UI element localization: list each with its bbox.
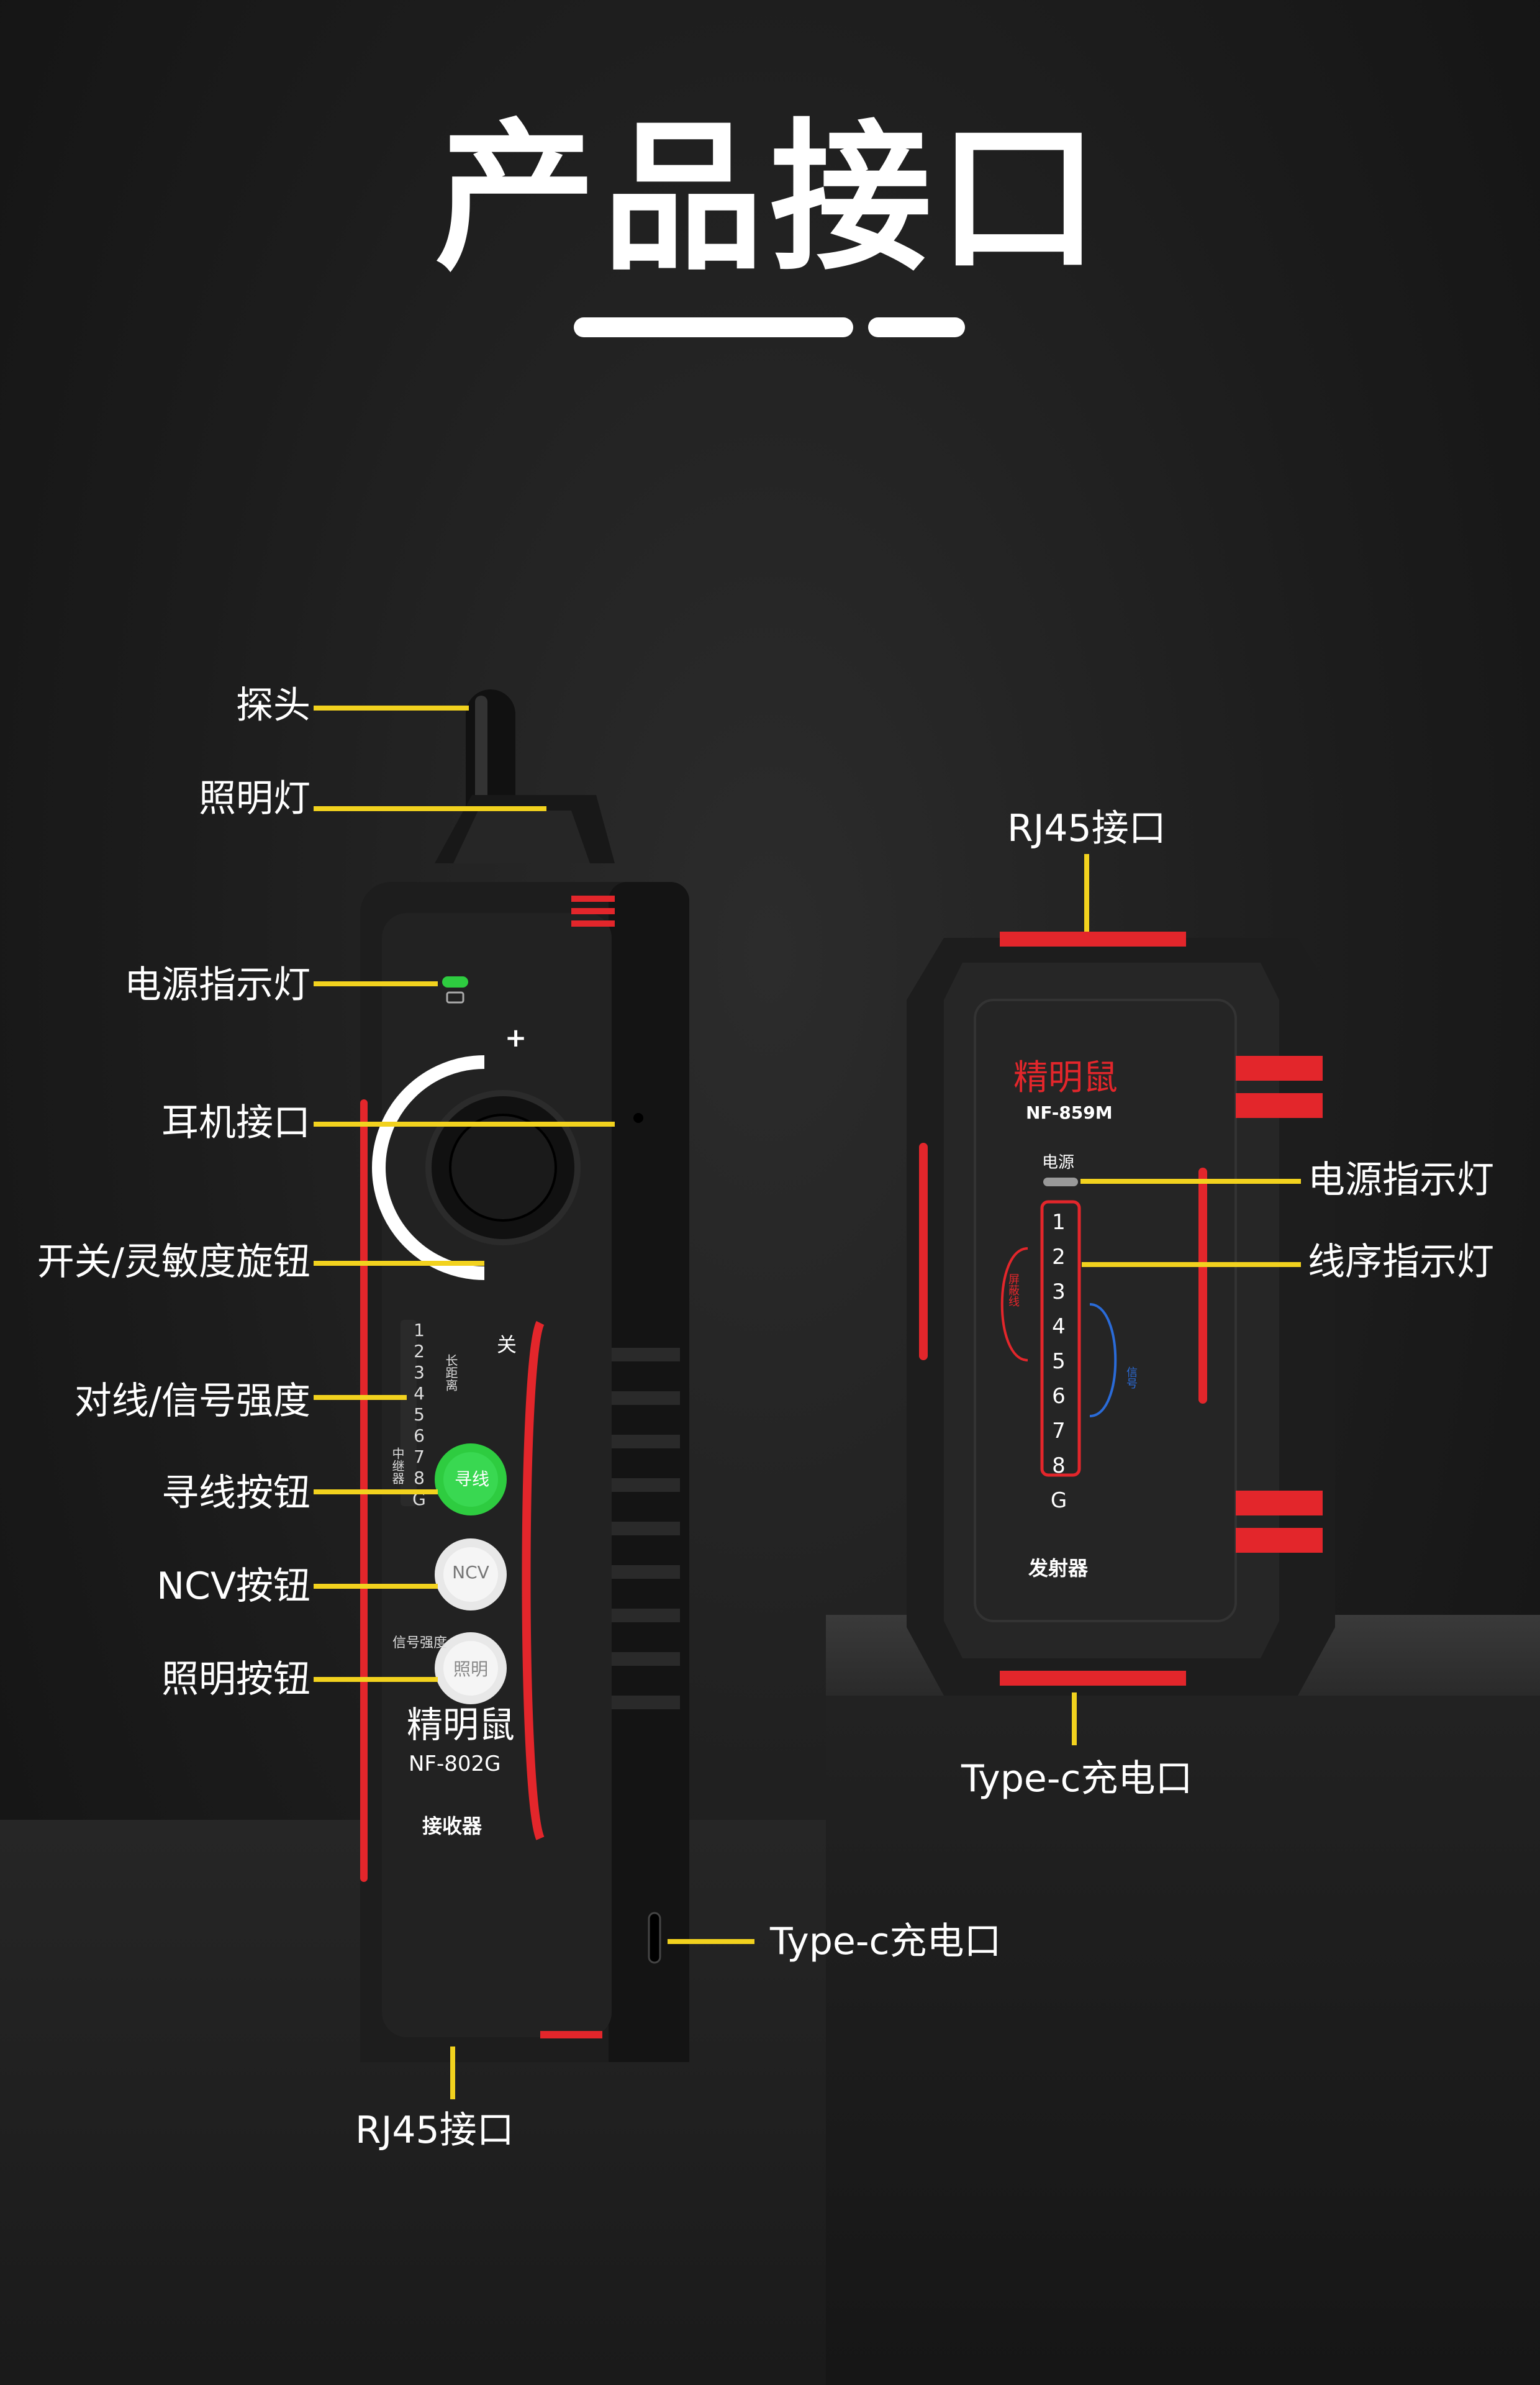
transmitter-device [907, 932, 1335, 1696]
label-power-led: 电源指示灯 [124, 963, 310, 1007]
light-button-label: 照明 [453, 1659, 488, 1679]
receiver-minus-mark: 关 [497, 1333, 517, 1356]
title-underline-short [868, 317, 965, 337]
receiver-strength-label: 信号强度 [392, 1635, 448, 1651]
line-earphone [314, 1122, 615, 1127]
transmitter-power-led [1043, 1178, 1078, 1186]
line-knob [314, 1261, 484, 1266]
line-power-led [314, 981, 438, 986]
light-button [435, 1632, 507, 1704]
line-probe [314, 706, 469, 711]
label-rj45-tx: RJ45接口 [1007, 807, 1166, 850]
transmitter-typec-port [1000, 1671, 1186, 1686]
transmitter-power-text: 电源 [1042, 1153, 1075, 1172]
line-ncv-button [314, 1584, 438, 1589]
label-strength: 对线/信号强度 [74, 1379, 310, 1423]
label-rj45-rx: RJ45接口 [355, 2109, 514, 2152]
receiver-device: + [360, 689, 689, 2062]
receiver-model: NF-802G [409, 1751, 501, 1776]
receiver-power-led [442, 976, 468, 988]
line-light [314, 806, 546, 811]
label-line-led-tx: 线序指示灯 [1308, 1240, 1494, 1284]
line-typec-tx [1072, 1692, 1077, 1745]
label-find-button: 寻线按钮 [161, 1471, 310, 1515]
line-find-button [314, 1489, 438, 1494]
sensitivity-knob [425, 1090, 581, 1245]
transmitter-name: 发射器 [1028, 1556, 1089, 1580]
label-power-led-tx: 电源指示灯 [1308, 1158, 1494, 1202]
transmitter-left-bracket-label: 屏蔽线 [1007, 1273, 1020, 1307]
find-line-button [435, 1443, 507, 1515]
receiver-name: 接收器 [422, 1814, 482, 1838]
transmitter-model: NF-859M [1026, 1102, 1113, 1123]
receiver-brand: 精明鼠 [407, 1704, 515, 1746]
line-rj45-rx [450, 2047, 455, 2099]
transmitter-brand: 精明鼠 [1013, 1058, 1118, 1098]
label-light-button: 照明按钮 [161, 1658, 310, 1701]
title-underline-long [574, 317, 853, 337]
receiver-side-label-right: 长距离 [443, 1354, 458, 1391]
line-strength [314, 1395, 407, 1400]
page-title: 产品接口 [435, 105, 1105, 293]
receiver-light-lens [453, 811, 590, 863]
right-platform-front [826, 1696, 1540, 2385]
earphone-port [633, 1113, 643, 1123]
ncv-button [435, 1538, 507, 1610]
find-button-label: 寻线 [454, 1469, 489, 1489]
svg-text:+: + [505, 1022, 527, 1053]
label-typec-rx: Type-c充电口 [770, 1920, 1002, 1963]
ncv-button-label: NCV [452, 1562, 489, 1583]
line-line-led-tx [1082, 1262, 1301, 1267]
label-ncv-button: NCV按钮 [156, 1565, 310, 1608]
line-rj45-tx [1084, 854, 1089, 932]
transmitter-right-bracket-label: 信号 [1125, 1366, 1138, 1389]
transmitter-rj45-port [1000, 932, 1186, 947]
label-earphone: 耳机接口 [161, 1101, 310, 1145]
receiver-typec-port [648, 1912, 661, 1964]
label-typec-tx: Type-c充电口 [961, 1757, 1193, 1801]
receiver-side-label-left: 中继器 [390, 1447, 405, 1484]
label-probe: 探头 [236, 684, 310, 727]
label-knob: 开关/灵敏度旋钮 [37, 1240, 310, 1284]
line-light-button [314, 1677, 438, 1682]
line-power-led-tx [1080, 1179, 1301, 1184]
label-light: 照明灯 [199, 777, 310, 820]
line-typec-rx [668, 1939, 754, 1944]
